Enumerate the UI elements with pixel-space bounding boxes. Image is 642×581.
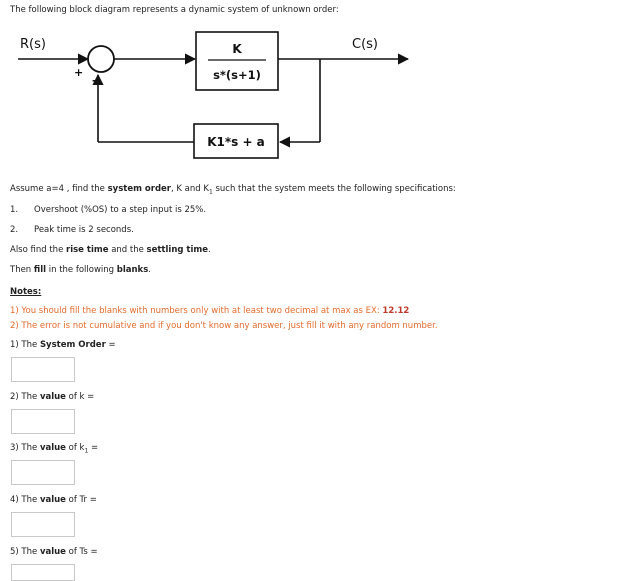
notes-title: Notes: bbox=[10, 287, 42, 297]
then-mid: in the following bbox=[46, 265, 117, 275]
question-4-label: 4) The value of Tr = bbox=[10, 495, 97, 505]
then-suffix: . bbox=[148, 265, 151, 275]
q1-bold: System Order bbox=[39, 340, 106, 350]
question-5-label: 5) The value of Ts = bbox=[10, 547, 98, 557]
q4-bold: value bbox=[39, 495, 66, 505]
assume-suffix: such that the system meets the following… bbox=[212, 184, 456, 194]
then-prefix: Then bbox=[10, 265, 34, 275]
forward-block bbox=[195, 31, 279, 91]
also-settling-time: settling time bbox=[146, 245, 209, 255]
q4-suffix: of Tr = bbox=[65, 495, 97, 505]
assume-sub: 1 bbox=[208, 188, 213, 196]
assume-prefix: Assume a=4 , find the bbox=[10, 184, 108, 194]
block-diagram: R(s) C(s) + - K s*(s+1) K1*s + a bbox=[10, 24, 416, 173]
feedback-block-label: K1*s + a bbox=[207, 135, 265, 149]
also-rise-time: rise time bbox=[66, 245, 109, 255]
feedback-block bbox=[193, 123, 279, 159]
note-2: 2) The error is not cumulative and if yo… bbox=[10, 321, 438, 331]
q1-prefix: 1) The bbox=[10, 340, 40, 350]
settling-time-input[interactable] bbox=[11, 564, 75, 581]
q1-suffix: = bbox=[105, 340, 116, 350]
assume-mid: , K and K bbox=[171, 184, 209, 194]
also-suffix: . bbox=[208, 245, 211, 255]
k-value-input[interactable] bbox=[11, 409, 75, 434]
q3-prefix: 3) The bbox=[10, 443, 40, 453]
spec-item-2: 2. Peak time is 2 seconds. bbox=[10, 225, 134, 235]
q4-prefix: 4) The bbox=[10, 495, 40, 505]
then-fill: fill bbox=[33, 265, 47, 275]
spec-item-1: 1. Overshoot (%OS) to a step input is 25%… bbox=[10, 205, 206, 215]
q5-prefix: 5) The bbox=[10, 547, 40, 557]
question-1-label: 1) The System Order = bbox=[10, 340, 116, 350]
q2-bold: value bbox=[39, 392, 66, 402]
also-mid: and the bbox=[108, 245, 147, 255]
also-prefix: Also find the bbox=[10, 245, 66, 255]
spec-number: 1. bbox=[10, 205, 19, 215]
note-1-example: 12.12 bbox=[382, 306, 410, 316]
plus-sign: + bbox=[74, 66, 83, 79]
spec-text: Overshoot (%OS) to a step input is 25%. bbox=[34, 205, 207, 215]
output-label: C(s) bbox=[352, 37, 378, 52]
then-blanks: blanks bbox=[116, 265, 149, 275]
then-line: Then fill in the following blanks. bbox=[10, 265, 151, 275]
q2-suffix: of k = bbox=[65, 392, 95, 402]
question-2-label: 2) The value of k = bbox=[10, 392, 94, 402]
q5-bold: value bbox=[39, 547, 66, 557]
rise-time-input[interactable] bbox=[11, 512, 75, 537]
note-1: 1) You should fill the blanks with numbe… bbox=[10, 306, 409, 316]
q2-prefix: 2) The bbox=[10, 392, 40, 402]
input-label: R(s) bbox=[20, 37, 46, 52]
q3-suffix: = bbox=[88, 443, 99, 453]
q5-suffix: of Ts = bbox=[65, 547, 98, 557]
system-order-input[interactable] bbox=[11, 357, 75, 382]
also-line: Also find the rise time and the settling… bbox=[10, 245, 211, 255]
question-3-label: 3) The value of k1 = bbox=[10, 443, 98, 455]
q3-bold: value bbox=[39, 443, 66, 453]
k1-value-input[interactable] bbox=[11, 460, 75, 485]
spec-text: Peak time is 2 seconds. bbox=[34, 225, 134, 235]
q3-mid: of k bbox=[65, 443, 85, 453]
q3-sub: 1 bbox=[84, 447, 89, 455]
spec-number: 2. bbox=[10, 225, 19, 235]
assume-system-order: system order bbox=[107, 184, 171, 194]
forward-numerator: K bbox=[232, 42, 242, 56]
forward-denominator: s*(s+1) bbox=[213, 68, 261, 82]
summing-junction bbox=[87, 45, 115, 73]
minus-sign: - bbox=[92, 74, 97, 87]
block-diagram-svg: R(s) C(s) + - K s*(s+1) K1*s + a bbox=[18, 31, 410, 159]
note-1-text: 1) You should fill the blanks with numbe… bbox=[10, 306, 383, 316]
question-intro: The following block diagram represents a… bbox=[10, 5, 339, 15]
assume-line: Assume a=4 , find the system order, K an… bbox=[10, 184, 456, 196]
